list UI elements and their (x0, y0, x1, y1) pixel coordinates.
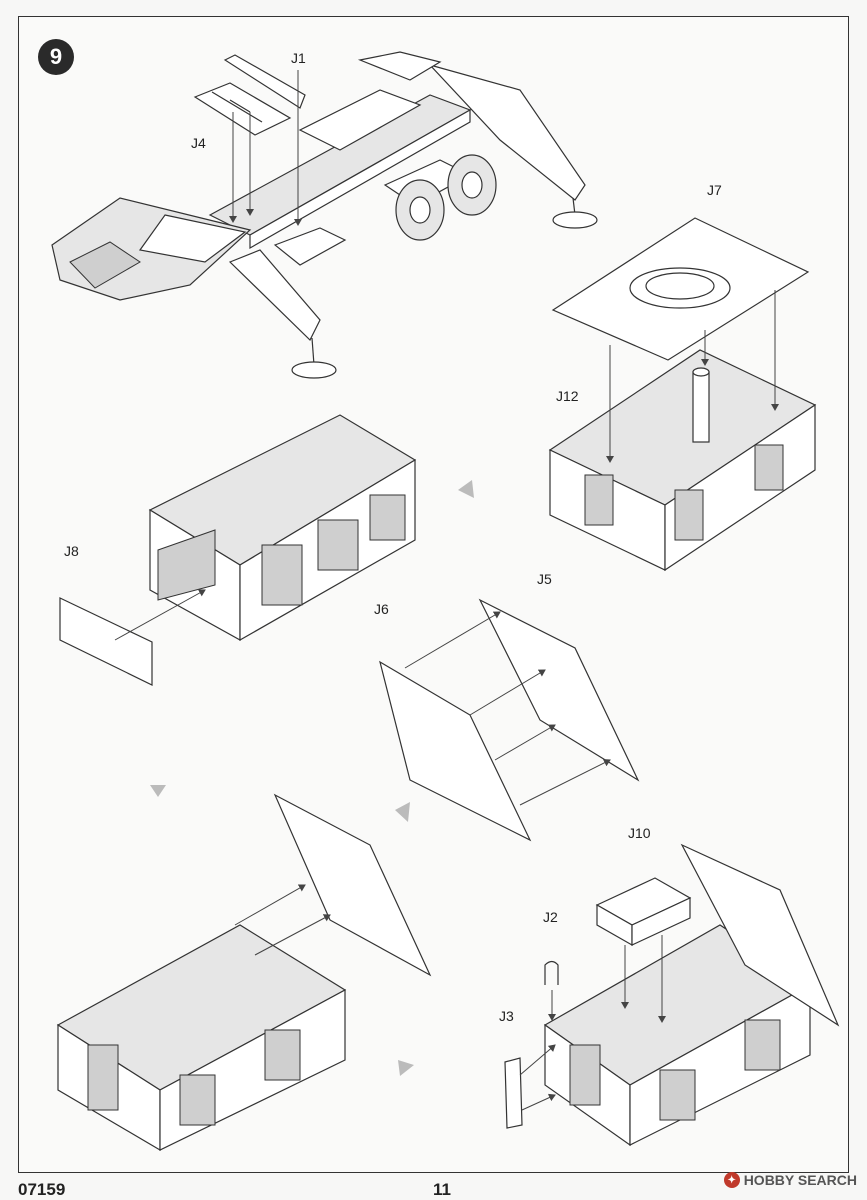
step-arrow-icon (395, 802, 410, 822)
part-label-j10: J10 (628, 825, 651, 841)
part-label-j5: J5 (537, 571, 552, 587)
shelter-assembly-left-illustration (56, 793, 432, 1152)
part-label-j1: J1 (291, 50, 306, 66)
step-arrow-icon (458, 480, 474, 498)
shelter-j12-illustration (548, 217, 817, 572)
shelter-assembly-right-illustration (504, 843, 840, 1147)
part-label-j7: J7 (707, 182, 722, 198)
step-arrow-icon (150, 785, 166, 797)
watermark-logo-icon: ✦ (723, 1172, 740, 1188)
step-number-badge: 9 (38, 39, 74, 75)
part-label-j8: J8 (64, 543, 79, 559)
watermark-text: HOBBY SEARCH (743, 1172, 857, 1188)
step-arrow-icon (398, 1060, 414, 1076)
part-label-j3: J3 (499, 1008, 514, 1024)
part-label-j6: J6 (374, 601, 389, 617)
page-number: 11 (433, 1180, 451, 1199)
kit-number: 07159 (18, 1180, 66, 1199)
watermark: ✦ HOBBY SEARCH (723, 1172, 857, 1188)
part-label-j2: J2 (543, 909, 558, 925)
trailer-chassis-illustration (51, 51, 598, 379)
side-panels-j5-j6-illustration (379, 598, 640, 842)
part-label-j12: J12 (556, 388, 579, 404)
shelter-rear-illustration (59, 414, 417, 686)
part-label-j4: J4 (191, 135, 206, 151)
